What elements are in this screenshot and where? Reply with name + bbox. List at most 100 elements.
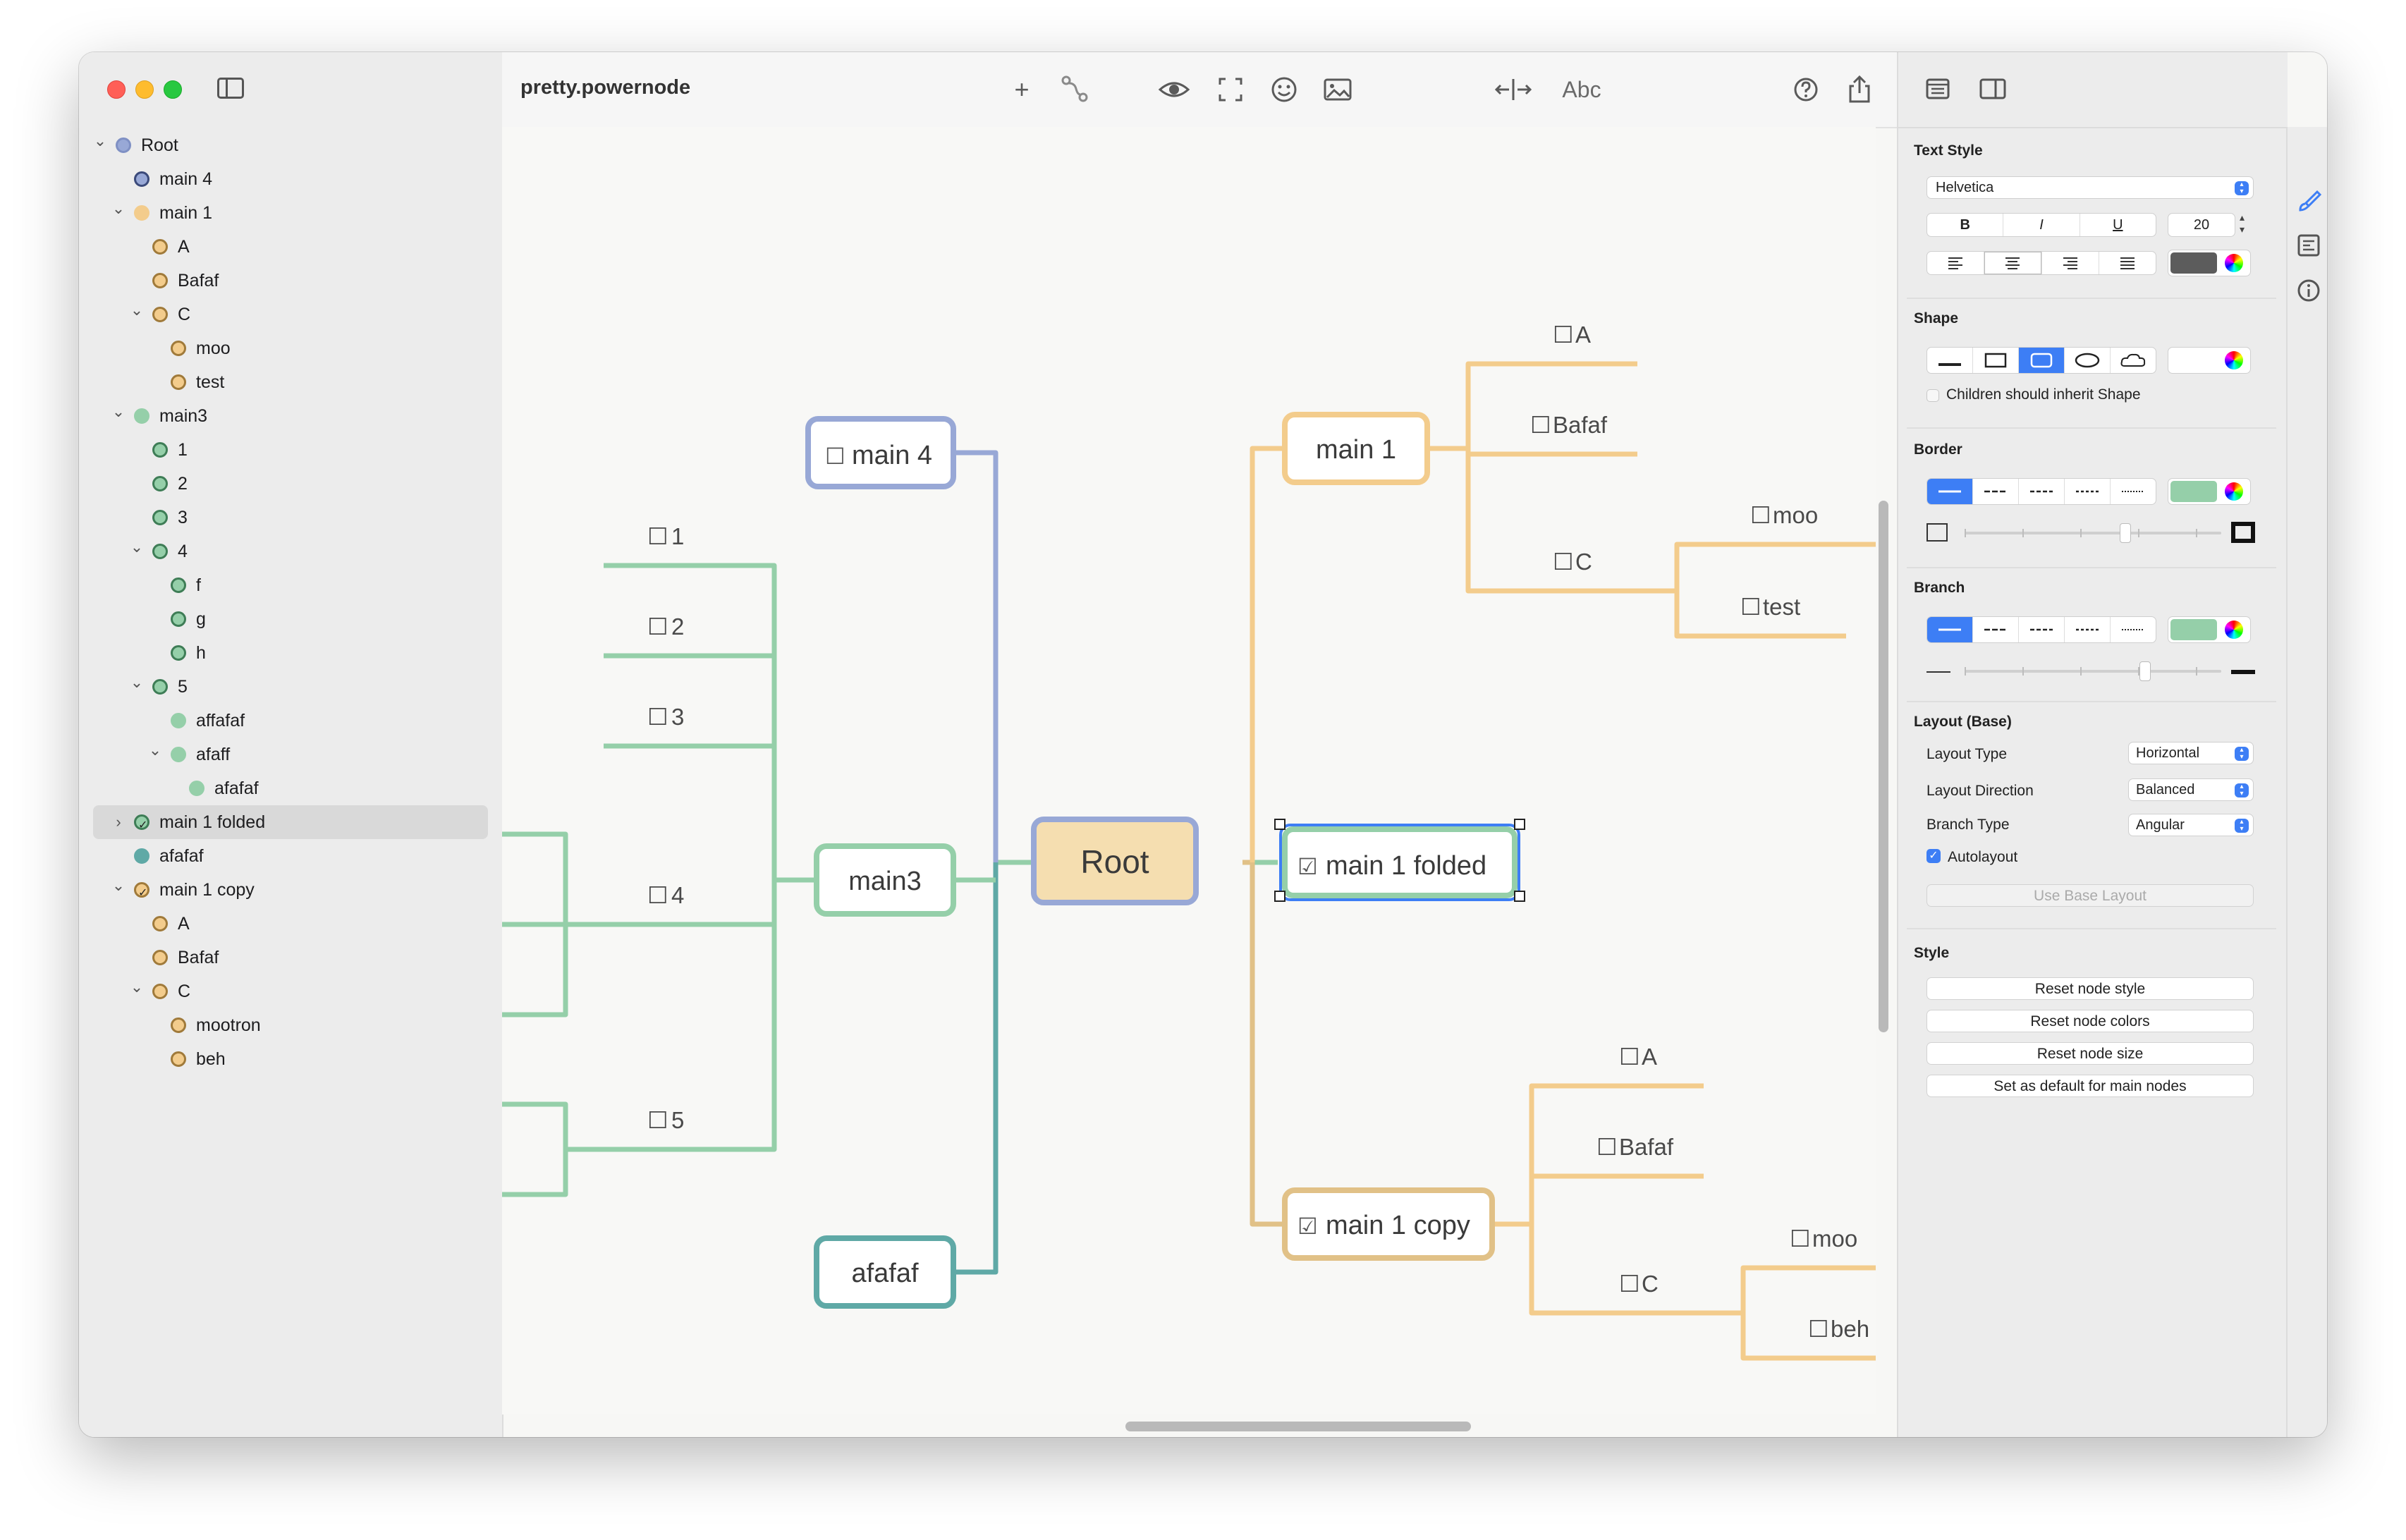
leaf-checkbox[interactable]: ☐ — [1530, 412, 1551, 438]
shape-ellipse-icon[interactable] — [2065, 348, 2111, 373]
leaf-checkbox[interactable]: ☐ — [1619, 1271, 1640, 1297]
share-icon[interactable] — [1843, 73, 1876, 106]
leaf-checkbox[interactable]: ☐ — [1553, 322, 1574, 348]
branch-style-segmented[interactable] — [1926, 616, 2156, 643]
outline-row[interactable]: ⌄C — [93, 298, 488, 331]
use-base-layout-button[interactable]: Use Base Layout — [1926, 884, 2254, 907]
leaf-checkbox[interactable]: ☐ — [1790, 1226, 1811, 1252]
border-color-well[interactable] — [2168, 478, 2251, 505]
font-size-field[interactable]: 20 — [2168, 213, 2235, 237]
zoom-window-button[interactable] — [164, 80, 182, 99]
fullscreen-icon[interactable] — [1214, 73, 1247, 106]
outline-row[interactable]: A — [93, 907, 488, 941]
branch-width-slider-knob[interactable] — [2139, 661, 2151, 681]
branch-width-slider[interactable] — [1965, 670, 2221, 673]
leaf-checkbox[interactable]: ☐ — [647, 1107, 668, 1133]
resize-horizontal-icon[interactable] — [1494, 73, 1532, 106]
outline-row[interactable]: ⌄afaff — [93, 738, 488, 771]
inspector-toggle-icon[interactable] — [1979, 76, 2007, 102]
outline-row[interactable]: ›main 1 folded — [93, 805, 488, 843]
outline-row[interactable]: Bafaf — [93, 264, 488, 298]
help-icon[interactable] — [1790, 73, 1822, 106]
italic-button[interactable]: I — [2003, 214, 2080, 236]
outline-row[interactable]: h — [93, 636, 488, 670]
border-style-segmented[interactable] — [1926, 478, 2156, 505]
outline-row[interactable]: afafaf — [93, 771, 488, 805]
autolayout-checkbox[interactable]: ✓ — [1926, 849, 1941, 863]
chevron-down-icon[interactable]: ⌄ — [148, 741, 162, 759]
main4-checkbox[interactable]: ☐ — [825, 444, 845, 469]
outline-row[interactable]: test — [93, 365, 488, 399]
border-width-slider-knob[interactable] — [2120, 523, 2131, 543]
outline-row[interactable]: g — [93, 602, 488, 636]
leaf-checkbox[interactable]: ☐ — [1619, 1044, 1640, 1070]
shape-segmented[interactable] — [1926, 347, 2156, 374]
outline-row[interactable]: ⌄main 1 — [93, 196, 488, 230]
chevron-down-icon[interactable]: ⌄ — [111, 403, 126, 420]
outline-row[interactable]: ⌄C — [93, 974, 488, 1008]
branch-dot-dash-icon[interactable] — [2065, 617, 2111, 642]
chevron-down-icon[interactable]: ⌄ — [130, 301, 144, 319]
leaf-checkbox[interactable]: ☐ — [1740, 594, 1761, 620]
text-color-well[interactable] — [2168, 250, 2251, 276]
outline-row[interactable]: 3 — [93, 501, 488, 534]
underline-button[interactable]: U — [2113, 216, 2123, 233]
font-family-select[interactable]: Helvetica ▴▾ — [1926, 176, 2254, 199]
leaf-checkbox[interactable]: ☐ — [647, 882, 668, 908]
reset-node-colors-button[interactable]: Reset node colors — [1926, 1010, 2254, 1032]
branch-type-select[interactable]: Angular ▴▾ — [2128, 814, 2254, 836]
main4-node[interactable] — [805, 416, 956, 489]
image-icon[interactable] — [1321, 73, 1354, 106]
branch-color-well[interactable] — [2168, 616, 2251, 643]
leaf-checkbox[interactable]: ☐ — [647, 613, 668, 640]
root-node[interactable] — [1031, 817, 1199, 905]
border-dot-dash-icon[interactable] — [2065, 479, 2111, 504]
text-style-button[interactable]: Abc — [1562, 77, 1601, 102]
chevron-down-icon[interactable]: ⌄ — [130, 673, 144, 691]
outline-row[interactable]: afafaf — [93, 839, 488, 873]
document-icon[interactable] — [1925, 76, 1950, 102]
outline-row[interactable]: ⌄4 — [93, 534, 488, 568]
main1-folded-node[interactable] — [1282, 826, 1518, 898]
outline-row[interactable]: ⌄main3 — [93, 399, 488, 433]
eye-icon[interactable] — [1158, 73, 1190, 106]
chevron-down-icon[interactable]: ⌄ — [130, 978, 144, 996]
outline-row[interactable]: affafaf — [93, 704, 488, 738]
minimize-window-button[interactable] — [135, 80, 154, 99]
font-style-segmented[interactable]: B I U — [1926, 213, 2156, 237]
shape-rounded-rect-icon[interactable] — [2019, 348, 2065, 373]
leaf-checkbox[interactable]: ☐ — [647, 523, 668, 549]
border-dash-icon[interactable] — [1973, 479, 2019, 504]
outline-row[interactable]: 1 — [93, 433, 488, 467]
shape-color-well[interactable] — [2168, 347, 2251, 374]
leaf-checkbox[interactable]: ☐ — [1596, 1134, 1618, 1160]
leaf-checkbox[interactable]: ☐ — [1808, 1316, 1829, 1342]
font-size-stepper[interactable]: ▴▾ — [2240, 212, 2245, 235]
main1-copy-checkbox[interactable]: ☑ — [1297, 1214, 1318, 1239]
reset-node-size-button[interactable]: Reset node size — [1926, 1042, 2254, 1065]
outline-row[interactable]: ⌄main 1 copy — [93, 873, 488, 910]
paintbrush-icon[interactable] — [2296, 189, 2321, 214]
sidebar-toggle-icon[interactable] — [217, 78, 244, 99]
color-wheel-icon[interactable] — [2225, 621, 2243, 639]
align-justify-icon[interactable] — [2099, 252, 2156, 274]
shape-rectangle-icon[interactable] — [1973, 348, 2019, 373]
bold-button[interactable]: B — [1927, 214, 2004, 236]
text-alignment-segmented[interactable] — [1926, 251, 2156, 275]
outline-row[interactable]: ⌄5 — [93, 670, 488, 704]
shape-underline-icon[interactable] — [1927, 348, 1973, 373]
branch-solid-icon[interactable] — [1927, 617, 1973, 642]
shape-cloud-icon[interactable] — [2111, 348, 2156, 373]
chevron-down-icon[interactable]: ⌄ — [93, 132, 107, 149]
branch-dash-short-icon[interactable] — [2019, 617, 2065, 642]
border-solid-icon[interactable] — [1927, 479, 1973, 504]
connector-icon[interactable] — [1059, 73, 1092, 106]
color-wheel-icon[interactable] — [2225, 254, 2243, 272]
outline-row[interactable]: Bafaf — [93, 941, 488, 974]
leaf-checkbox[interactable]: ☐ — [1553, 549, 1574, 575]
outline-row[interactable]: main 4 — [93, 162, 488, 196]
main1-copy-node[interactable] — [1282, 1187, 1495, 1261]
node-card-icon[interactable] — [2296, 233, 2321, 258]
smiley-icon[interactable] — [1268, 73, 1300, 106]
main3-node[interactable] — [814, 843, 956, 917]
